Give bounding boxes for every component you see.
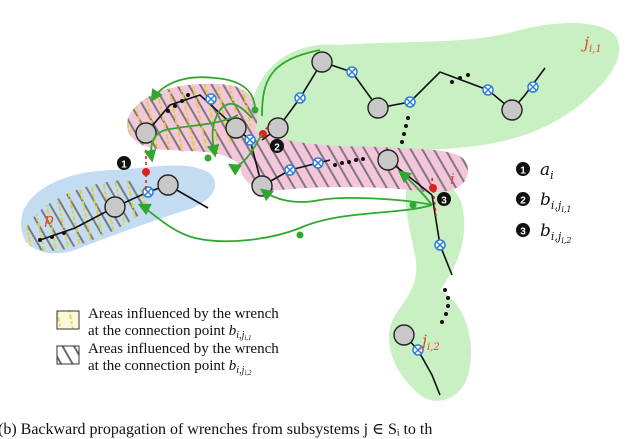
joint-icon bbox=[142, 186, 154, 198]
body-nodes bbox=[104, 51, 523, 346]
arrow-b1-to-node-2 bbox=[261, 49, 321, 117]
svg-text:bi,ji,1: bi,ji,1 bbox=[540, 190, 572, 214]
svg-text:Areas influenced by the wrench: Areas influenced by the wrench bbox=[88, 306, 279, 322]
svg-text:1: 1 bbox=[520, 166, 526, 177]
arrow-b1-across bbox=[206, 102, 253, 158]
joint-icon bbox=[434, 239, 446, 251]
svg-text:3: 3 bbox=[520, 227, 526, 238]
joint-icons bbox=[142, 66, 539, 356]
label-subsystem-i: i bbox=[450, 170, 455, 188]
joint-icon bbox=[294, 92, 306, 104]
label-subsystem-j1: ji,1 bbox=[581, 33, 602, 55]
body-node bbox=[225, 117, 247, 139]
connection-point-b2 bbox=[429, 184, 437, 192]
joint-icon bbox=[346, 66, 358, 78]
marker-legend: 1 ai 2 bi,ji,1 3 bi,ji,2 bbox=[516, 160, 572, 245]
label-subsystem-j2: ji,2 bbox=[419, 331, 440, 353]
body-node bbox=[311, 51, 333, 73]
body-node bbox=[267, 117, 289, 139]
region-subsystem-j1 bbox=[250, 23, 620, 401]
body-node bbox=[367, 97, 389, 119]
hatch-legend-item-gray: Areas influenced by the wrench at the co… bbox=[56, 341, 279, 377]
marker-legend-item-2: 2 bi,ji,1 bbox=[516, 190, 572, 214]
svg-text:Areas influenced by the wrench: Areas influenced by the wrench bbox=[88, 341, 279, 357]
connection-point-a bbox=[142, 168, 150, 176]
diagram-marker-1: 1 bbox=[117, 156, 131, 171]
body-node bbox=[377, 149, 399, 171]
body-node bbox=[251, 175, 273, 197]
body-node bbox=[501, 99, 523, 121]
body-node bbox=[157, 174, 179, 196]
joint-icon bbox=[482, 84, 494, 96]
svg-text:at the connection point bi,ji,: at the connection point bi,ji,2 bbox=[88, 358, 252, 377]
propagation-arrows bbox=[137, 49, 433, 243]
body-node bbox=[135, 122, 157, 144]
joint-icon bbox=[412, 344, 424, 356]
figure-caption: (b) Backward propagation of wrenches fro… bbox=[0, 421, 433, 438]
joint-icon bbox=[244, 134, 256, 146]
joint-icon bbox=[527, 81, 539, 93]
svg-text:3: 3 bbox=[441, 196, 447, 207]
svg-text:ai: ai bbox=[540, 160, 554, 182]
chain-ellipsis-dots bbox=[38, 73, 470, 324]
joint-icon bbox=[312, 157, 324, 169]
body-node bbox=[104, 196, 126, 218]
svg-text:2: 2 bbox=[274, 143, 280, 154]
arrow-b1-into-i bbox=[227, 133, 263, 176]
hatch-legend-item-yellow: Areas influenced by the wrench at the co… bbox=[56, 306, 279, 342]
diagram-marker-2: 2 bbox=[270, 139, 284, 154]
diagram-marker-3: 3 bbox=[437, 192, 451, 207]
arrow-b2-local bbox=[398, 170, 433, 206]
arrow-b1-to-a bbox=[143, 114, 239, 163]
svg-text:2: 2 bbox=[520, 196, 526, 207]
joint-icon bbox=[404, 96, 416, 108]
svg-text:at the connection point bi,ji,: at the connection point bi,ji,1 bbox=[88, 323, 252, 342]
hatch-legend: Areas influenced by the wrench at the co… bbox=[56, 306, 279, 377]
marker-legend-item-1: 1 ai bbox=[516, 160, 554, 182]
label-subsystem-p: p bbox=[44, 210, 54, 228]
svg-text:bi,ji,2: bi,ji,2 bbox=[540, 221, 572, 245]
body-node bbox=[393, 324, 415, 346]
marker-legend-item-3: 3 bi,ji,2 bbox=[516, 221, 572, 245]
joint-icon bbox=[205, 93, 217, 105]
arrow-b2-to-i bbox=[260, 188, 433, 206]
joint-icon bbox=[284, 164, 296, 176]
arrow-b1-to-node bbox=[150, 76, 256, 111]
propagation-junctions bbox=[204, 106, 417, 239]
svg-text:1: 1 bbox=[121, 160, 127, 171]
arrow-b2-back bbox=[137, 203, 433, 243]
